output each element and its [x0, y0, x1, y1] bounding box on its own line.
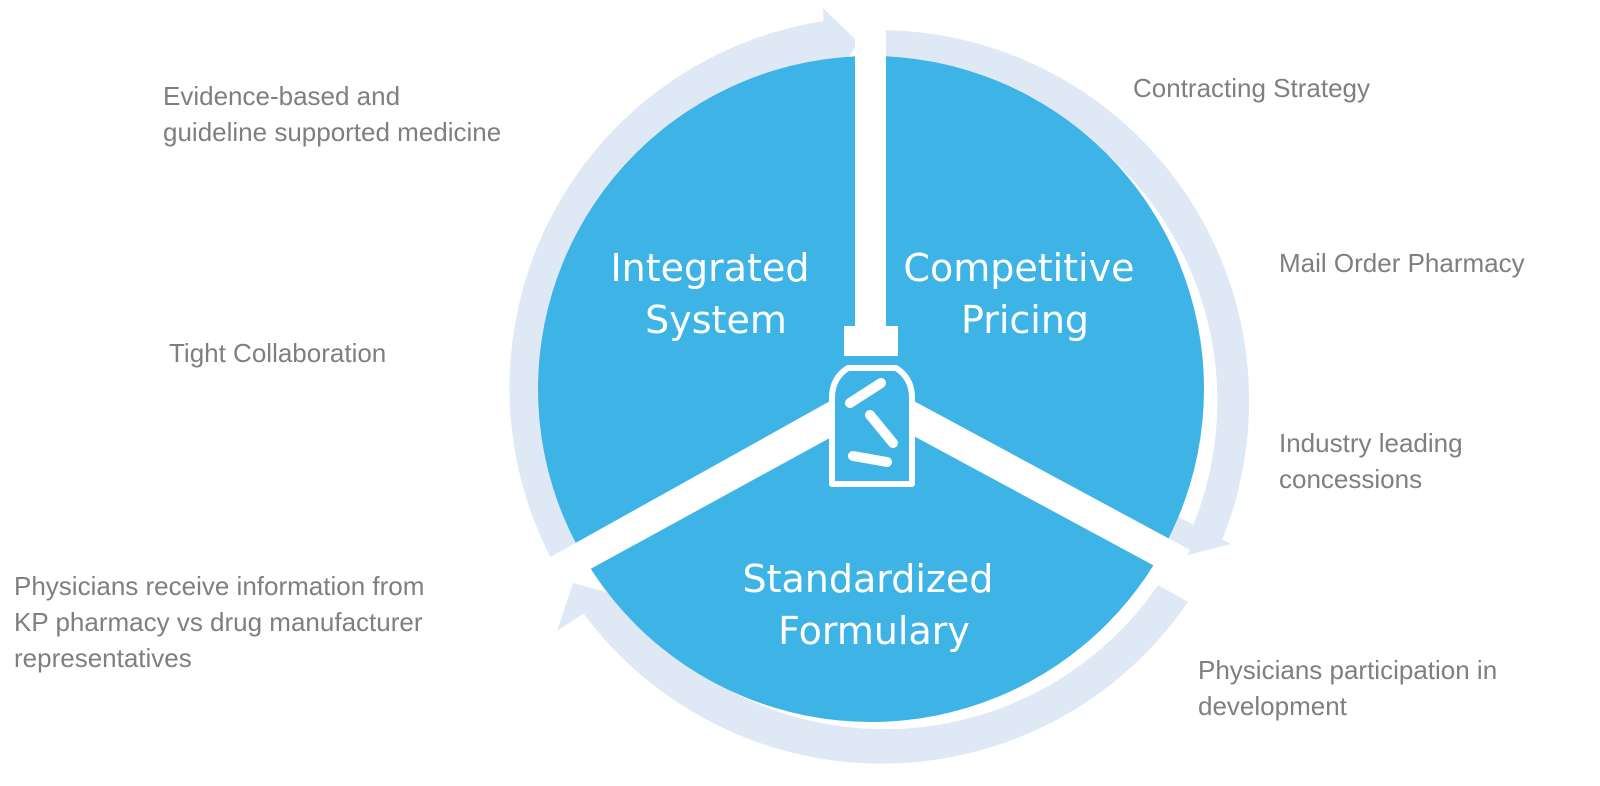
note-tight-collaboration: Tight Collaboration	[169, 338, 387, 368]
segment-formulary-line1: Standardized	[743, 557, 994, 601]
arrow-integrated-to-pricing	[509, 20, 831, 566]
segment-formulary-title: Standardized Formulary	[743, 557, 1006, 653]
note-physicians-participation: Physicians participation in development	[1198, 655, 1498, 721]
divider-top	[855, 0, 886, 330]
segment-pricing-title: Competitive Pricing	[903, 246, 1146, 342]
note-industry-concessions: Industry leading concessions	[1279, 428, 1463, 494]
note-physicians-information: Physicians receive information from KP p…	[14, 571, 425, 673]
segment-integrated-line2: System	[645, 298, 787, 342]
divider-lower-left	[545, 400, 848, 584]
arrow-formulary-to-integrated	[584, 585, 1188, 764]
bottle-cap	[844, 326, 898, 356]
note-contracting-strategy: Contracting Strategy	[1133, 73, 1371, 103]
segment-integrated-title: Integrated System	[610, 246, 821, 342]
note-evidence-based: Evidence-based and guideline supported m…	[163, 81, 502, 147]
segment-integrated-line1: Integrated	[610, 246, 809, 290]
pill-bottle-icon	[829, 365, 915, 487]
segment-pricing-line1: Competitive	[903, 246, 1134, 290]
arrowhead-lower-left	[557, 583, 613, 631]
divider-lower-right	[897, 400, 1190, 577]
segment-formulary-line2: Formulary	[778, 609, 970, 653]
arrow-pricing-to-formulary	[885, 30, 1250, 545]
segment-pricing-line2: Pricing	[961, 298, 1089, 342]
note-mail-order-pharmacy: Mail Order Pharmacy	[1279, 248, 1525, 278]
